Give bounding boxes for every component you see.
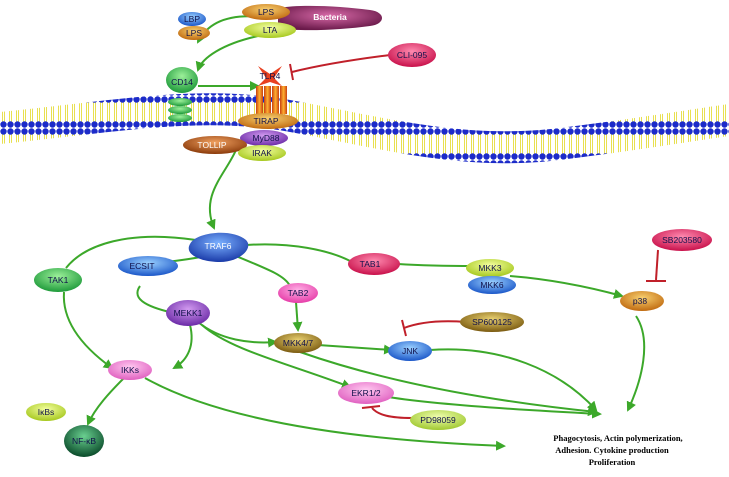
svg-text:p38: p38 bbox=[633, 296, 647, 306]
inhibit-sp600125-jnk bbox=[403, 320, 467, 329]
svg-text:CD14: CD14 bbox=[171, 77, 193, 87]
svg-text:MyD88: MyD88 bbox=[253, 133, 280, 143]
arrow-mekk1-ekr bbox=[201, 324, 352, 389]
arrow-tab2-mkk47 bbox=[292, 301, 303, 332]
arrow-irak-traf6 bbox=[206, 149, 237, 230]
inhibit-cli095-tlr4 bbox=[291, 54, 391, 73]
svg-text:ECSIT: ECSIT bbox=[129, 261, 154, 271]
arrow-ikks-nfkb bbox=[86, 377, 125, 426]
ikks-node: IKKs bbox=[108, 360, 152, 380]
svg-text:IKKs: IKKs bbox=[121, 365, 139, 375]
bacteria-label: Bacteria bbox=[313, 12, 347, 22]
mkk47-node: MKK4/7 bbox=[274, 333, 322, 353]
cd14-node: CD14 bbox=[166, 67, 198, 122]
tak1-node: TAK1 bbox=[34, 268, 82, 292]
arrow-mkk47-outcome bbox=[299, 351, 598, 417]
myd88-node: MyD88 bbox=[240, 130, 288, 146]
outcome-line-1: Phagocytosis, Actin polymerization, bbox=[553, 433, 682, 443]
arrow-tak1-ikks bbox=[62, 291, 114, 370]
arrow-ikks-outcome bbox=[144, 377, 506, 451]
svg-text:TIRAP: TIRAP bbox=[253, 116, 278, 126]
svg-text:MEKK1: MEKK1 bbox=[174, 308, 203, 318]
tlr4-node: TLR4 bbox=[256, 66, 287, 114]
lps-left-node: LPS bbox=[178, 26, 210, 40]
mkk6-node: MKK6 bbox=[468, 276, 516, 294]
arrow-mekk1-ikks bbox=[172, 324, 193, 369]
lps-top-node: LPS bbox=[242, 4, 290, 20]
arrow-jnk-outcome bbox=[429, 348, 598, 412]
arrow-mkk-p38 bbox=[509, 275, 624, 299]
jnk-node: JNK bbox=[388, 341, 432, 361]
svg-text:MKK6: MKK6 bbox=[480, 280, 503, 290]
svg-text:TLR4: TLR4 bbox=[260, 71, 281, 81]
line-traf6-tak1 bbox=[65, 235, 197, 269]
tirap-node: TIRAP bbox=[238, 113, 298, 129]
svg-text:LTA: LTA bbox=[263, 25, 278, 35]
svg-text:TAK1: TAK1 bbox=[48, 275, 69, 285]
tab2-node: TAB2 bbox=[278, 283, 318, 303]
nfkb-node: NF-κB bbox=[64, 425, 104, 457]
svg-text:SB203580: SB203580 bbox=[662, 235, 702, 245]
svg-text:IRAK: IRAK bbox=[252, 148, 272, 158]
svg-text:LPS: LPS bbox=[186, 28, 202, 38]
outcome-line-2: Adhesion. Cytokine production bbox=[555, 445, 669, 455]
svg-text:LBP: LBP bbox=[184, 14, 200, 24]
svg-text:MKK4/7: MKK4/7 bbox=[283, 338, 314, 348]
inhibition-lines bbox=[289, 54, 666, 419]
line-traf6-tab2 bbox=[235, 255, 291, 287]
svg-text:EKR1/2: EKR1/2 bbox=[351, 388, 381, 398]
svg-text:PD98059: PD98059 bbox=[420, 415, 456, 425]
mkk3-node: MKK3 bbox=[466, 259, 514, 277]
svg-text:SP600125: SP600125 bbox=[472, 317, 512, 327]
svg-text:NF-κB: NF-κB bbox=[72, 436, 96, 446]
tab1-node: TAB1 bbox=[348, 253, 400, 275]
line-tab1-mkk bbox=[397, 263, 475, 267]
mekk1-node: MEKK1 bbox=[166, 300, 210, 326]
bacteria-node: Bacteria bbox=[278, 5, 382, 31]
cell-membrane bbox=[0, 93, 729, 164]
line-traf6-tab1 bbox=[245, 243, 353, 263]
activation-arrows bbox=[62, 15, 646, 451]
arrow-p38-outcome bbox=[626, 315, 646, 412]
outcome-line-3: Proliferation bbox=[589, 457, 636, 467]
arrow-mkk47-jnk bbox=[317, 344, 394, 355]
p38-node: p38 bbox=[620, 291, 664, 311]
tollip-node: TOLLIP bbox=[183, 136, 247, 154]
ikbs-node: IκBs bbox=[26, 403, 66, 421]
cellular-outcome: Phagocytosis, Actin polymerization, Adhe… bbox=[553, 433, 682, 467]
sp600125-node: SP600125 bbox=[460, 312, 524, 332]
arrow-mekk1-mkk47 bbox=[197, 321, 278, 348]
inhibit-pd98059-ekr bbox=[371, 407, 413, 419]
ecsit-node: ECSIT bbox=[118, 256, 178, 276]
svg-text:TAB1: TAB1 bbox=[360, 259, 381, 269]
lbp-node: LBP bbox=[178, 12, 206, 26]
lta-node: LTA bbox=[244, 22, 296, 38]
arrow-lta-cd14 bbox=[195, 35, 259, 72]
svg-text:LPS: LPS bbox=[258, 7, 274, 17]
irak-node: IRAK bbox=[238, 145, 286, 161]
svg-text:TAB2: TAB2 bbox=[288, 288, 309, 298]
cli095-node: CLI-095 bbox=[388, 43, 436, 67]
sb203580-node: SB203580 bbox=[652, 229, 712, 251]
svg-text:CLI-095: CLI-095 bbox=[397, 50, 428, 60]
svg-text:MKK3: MKK3 bbox=[478, 263, 501, 273]
svg-text:IκBs: IκBs bbox=[38, 407, 55, 417]
svg-text:TOLLIP: TOLLIP bbox=[197, 140, 226, 150]
svg-text:JNK: JNK bbox=[402, 346, 418, 356]
arrow-ekr-outcome bbox=[387, 396, 602, 419]
pd98059-node: PD98059 bbox=[410, 410, 466, 430]
traf6-node: TRAF6 bbox=[188, 232, 249, 262]
ekr12-node: EKR1/2 bbox=[338, 382, 394, 404]
svg-text:TRAF6: TRAF6 bbox=[205, 241, 232, 251]
inhibit-sb203580-p38 bbox=[655, 249, 659, 281]
